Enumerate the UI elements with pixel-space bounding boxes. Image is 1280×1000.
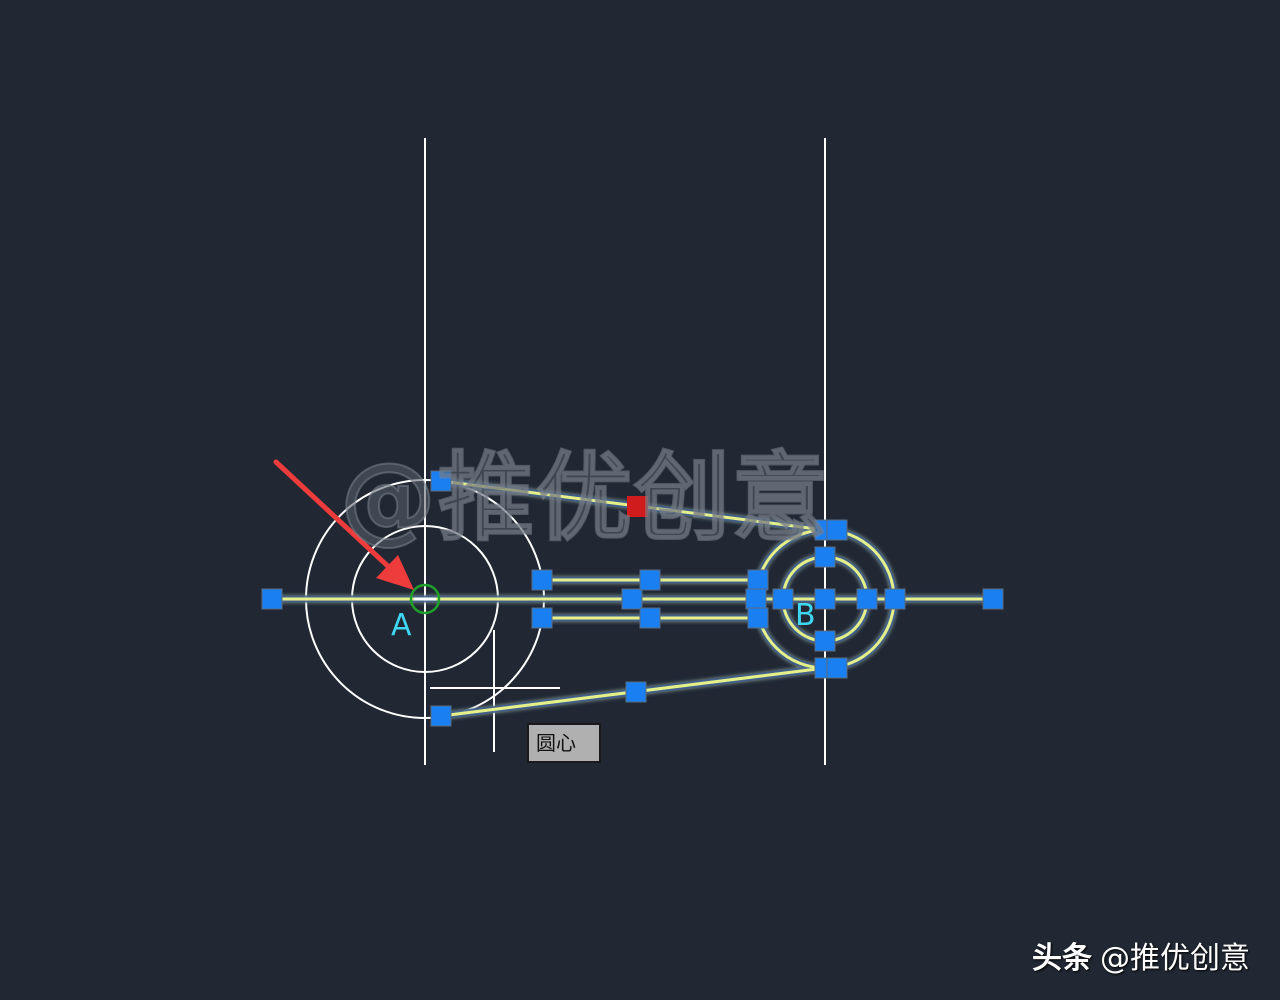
- osnap-tooltip: 圆心: [527, 723, 601, 763]
- grip[interactable]: [745, 588, 767, 610]
- construction-lines[interactable]: [424, 138, 826, 765]
- point-label-a: A: [391, 608, 412, 643]
- annotation-arrow-icon: [273, 459, 414, 590]
- grips[interactable]: [261, 470, 1004, 727]
- grip[interactable]: [531, 607, 553, 629]
- credit-brand: 头条: [1032, 941, 1092, 976]
- grip[interactable]: [639, 569, 661, 591]
- point-label-b: B: [795, 598, 816, 633]
- grip[interactable]: [814, 588, 836, 610]
- grip[interactable]: [826, 657, 848, 679]
- grip[interactable]: [814, 546, 836, 568]
- grip[interactable]: [430, 470, 452, 492]
- grip[interactable]: [621, 588, 643, 610]
- center-snap-marker: [409, 583, 441, 615]
- grip[interactable]: [261, 588, 283, 610]
- grip[interactable]: [747, 607, 769, 629]
- grip[interactable]: [531, 569, 553, 591]
- grip[interactable]: [982, 588, 1004, 610]
- grip[interactable]: [772, 588, 794, 610]
- grip[interactable]: [856, 588, 878, 610]
- grip[interactable]: [884, 588, 906, 610]
- grip[interactable]: [430, 705, 452, 727]
- grip[interactable]: [826, 519, 848, 541]
- grip[interactable]: [625, 681, 647, 703]
- grip[interactable]: [747, 569, 769, 591]
- credit-handle: @推优创意: [1100, 941, 1250, 976]
- grip[interactable]: [814, 630, 836, 652]
- grip[interactable]: [639, 607, 661, 629]
- hot-grip[interactable]: [627, 496, 648, 517]
- credit-watermark: 头条@推优创意: [1032, 933, 1250, 977]
